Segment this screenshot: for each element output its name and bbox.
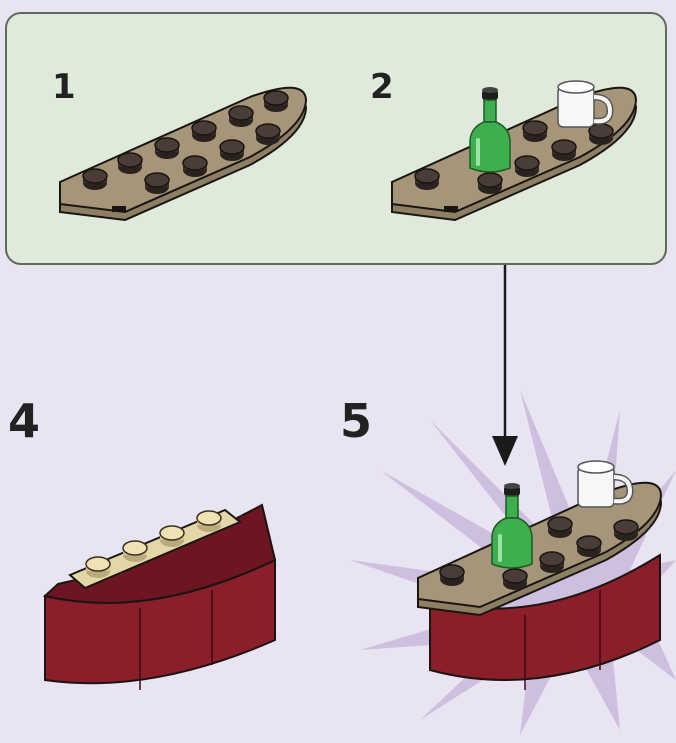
step-number-5: 5 (340, 394, 373, 448)
sub-step-number-1: 1 (52, 67, 76, 107)
step5-completed-assembly (417, 461, 663, 690)
step-number-4: 4 (8, 394, 41, 448)
step2-plate-with-accessories (391, 81, 638, 222)
step4-red-brick-assembly (42, 503, 277, 690)
arrow-down-icon (492, 265, 518, 466)
step1-tan-plate (59, 86, 308, 222)
sub-step-number-2: 2 (370, 67, 394, 107)
